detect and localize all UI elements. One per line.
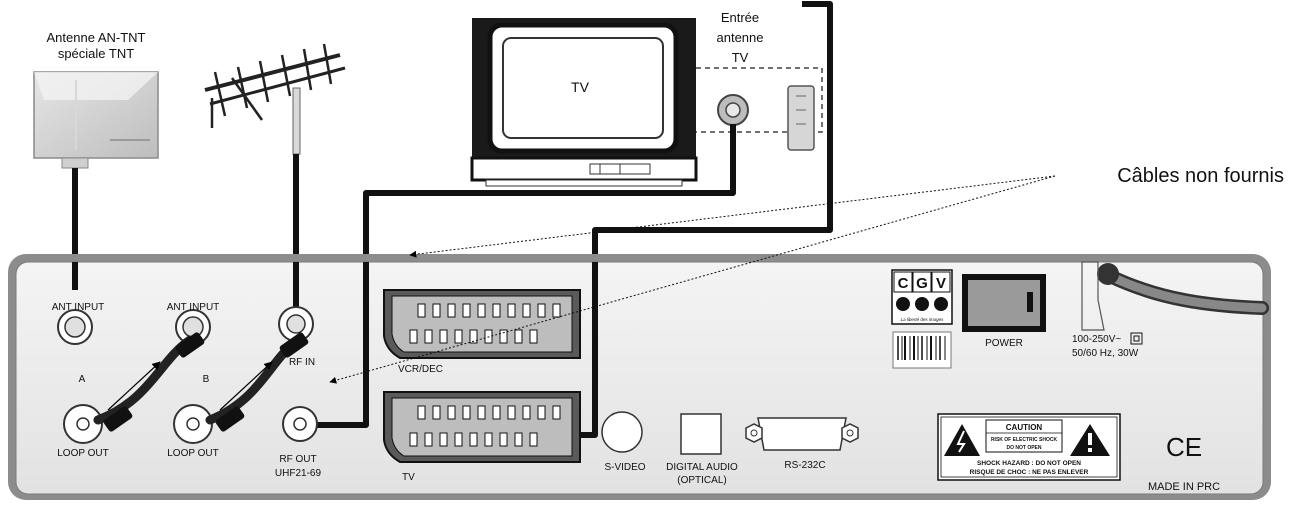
input-b-label: B [203, 374, 210, 385]
brand-letter-g: G [916, 275, 928, 292]
exclamation-triangle-icon [1070, 424, 1110, 456]
power-rating-line1: 100-250V~ [1072, 334, 1121, 345]
flat-antenna-icon [33, 71, 159, 169]
tv-scart-label: TV [402, 472, 415, 483]
digital-audio-connector[interactable] [680, 413, 722, 455]
tnt-antenna: Antenne AN-TNT spéciale TNT [33, 30, 159, 169]
vcr-scart-label: VCR/DEC [398, 364, 443, 375]
tv-input-label-line1: Entrée [721, 10, 759, 25]
optical-label: (OPTICAL) [677, 475, 726, 486]
risque-choc-text: RISQUE DE CHOC : NE PAS ENLEVER [970, 469, 1089, 476]
cables-note-arrows [329, 175, 1056, 384]
ce-mark: CE [1166, 432, 1202, 462]
ant-input-a-label: ANT INPUT [52, 302, 105, 313]
tnt-antenna-label-line2: spéciale TNT [58, 46, 134, 61]
ant-input-b-connector[interactable] [175, 309, 211, 345]
caution-line1: RISK OF ELECTRIC SHOCK [991, 437, 1058, 443]
caution-label: CAUTION RISK OF ELECTRIC SHOCK DO NOT OP… [937, 413, 1121, 481]
loop-out-b-connector[interactable] [173, 404, 213, 444]
ant-input-b-label: ANT INPUT [167, 302, 220, 313]
tv-antenna-input: Entrée antenne TV [696, 10, 823, 151]
loop-out-b-label: LOOP OUT [167, 448, 219, 459]
tv-input-label-line3: TV [732, 50, 749, 65]
power-switch[interactable] [962, 274, 1046, 332]
vcr-scart-connector[interactable] [383, 289, 581, 359]
tnt-antenna-label-line1: Antenne AN-TNT [47, 30, 146, 45]
power-rating-line2: 50/60 Hz, 30W [1072, 348, 1139, 359]
brand-letter-c: C [898, 275, 909, 292]
loop-jumper-cables [93, 332, 309, 432]
rf-out-connector[interactable] [282, 406, 318, 442]
made-in-label: MADE IN PRC [1148, 481, 1220, 493]
rf-out-label: RF OUT [279, 454, 316, 465]
shock-hazard-text: SHOCK HAZARD : DO NOT OPEN [977, 460, 1081, 467]
ant-input-a-connector[interactable] [57, 309, 93, 345]
power-label: POWER [985, 338, 1023, 349]
power-cord [1081, 261, 1269, 331]
svideo-label: S-VIDEO [604, 462, 645, 473]
television-icon: TV [470, 18, 698, 187]
loop-out-a-connector[interactable] [63, 404, 103, 444]
loop-out-a-label: LOOP OUT [57, 448, 109, 459]
cables-not-supplied-label: Câbles non fournis [1117, 165, 1284, 187]
input-a-label: A [79, 374, 86, 385]
tv-scart-connector[interactable] [383, 391, 581, 463]
double-insulation-icon [1130, 332, 1143, 345]
svideo-connector[interactable] [601, 411, 643, 453]
rs232-label: RS-232C [784, 460, 825, 471]
tv-input-label-line2: antenne [717, 30, 764, 45]
warning-triangle-icon [944, 424, 980, 456]
yagi-antenna-icon [204, 43, 346, 155]
digital-audio-label: DIGITAL AUDIO [666, 462, 738, 473]
rs232-connector[interactable] [745, 417, 859, 451]
tv-label: TV [571, 79, 590, 95]
rf-in-label: RF IN [289, 357, 315, 368]
caution-line2: DO NOT OPEN [1006, 445, 1041, 451]
brand-tagline: La liberté des images [901, 317, 945, 322]
caution-title: CAUTION [1006, 423, 1043, 432]
rf-in-connector[interactable] [278, 306, 314, 342]
cgv-logo: C G V La liberté des images [891, 269, 953, 325]
rf-band-label: UHF21-69 [275, 468, 322, 479]
brand-letter-v: V [936, 275, 946, 292]
barcode-icon [892, 331, 952, 369]
